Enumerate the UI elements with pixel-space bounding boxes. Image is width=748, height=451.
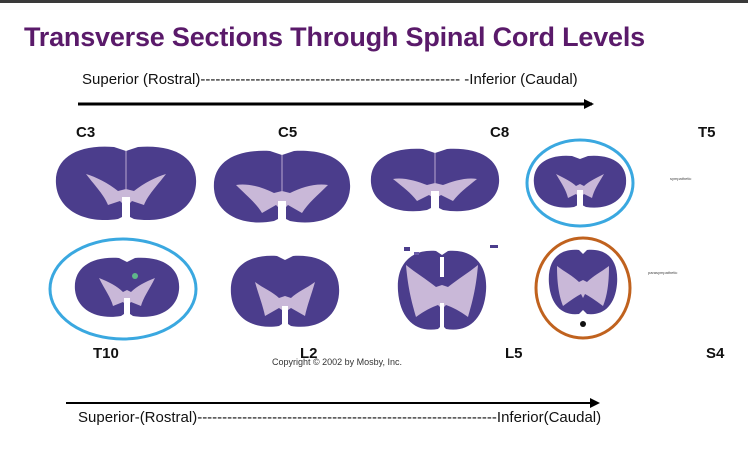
level-label-s4: S4 — [706, 345, 725, 362]
level-label-l2: L2 — [300, 345, 318, 362]
level-label-c8: C8 — [490, 124, 510, 141]
section-t10 — [74, 257, 180, 320]
section-c8 — [370, 148, 500, 217]
section-c3 — [55, 146, 197, 227]
bottom-direction-label: Superior-(Rostral)----------------------… — [78, 409, 602, 426]
level-label-t5: T5 — [698, 124, 716, 141]
section-s4 — [548, 249, 618, 327]
copyright-notice: Copyright © 2002 by Mosby, Inc. — [272, 357, 403, 367]
level-label-l5: L5 — [505, 345, 523, 362]
section-t5 — [533, 155, 627, 212]
section-l5 — [397, 250, 487, 330]
top-direction-label: Superior (Rostral)----------------------… — [82, 71, 578, 88]
top-border — [0, 0, 748, 3]
note-parasympathetic: parasympathetic — [648, 270, 678, 275]
level-label-t10: T10 — [93, 345, 119, 362]
level-label-c5: C5 — [278, 124, 298, 141]
highlight-circle-s4 — [534, 236, 632, 340]
slide-title: Transverse Sections Through Spinal Cord … — [24, 22, 645, 52]
level-label-c3: C3 — [76, 124, 96, 141]
note-sympathetic: sympathetic — [670, 176, 692, 181]
section-c5 — [213, 150, 351, 229]
highlight-circle-t5 — [525, 138, 635, 228]
highlight-circle-t10 — [48, 237, 198, 341]
debris-l5 — [404, 245, 498, 255]
section-l2 — [230, 255, 340, 328]
